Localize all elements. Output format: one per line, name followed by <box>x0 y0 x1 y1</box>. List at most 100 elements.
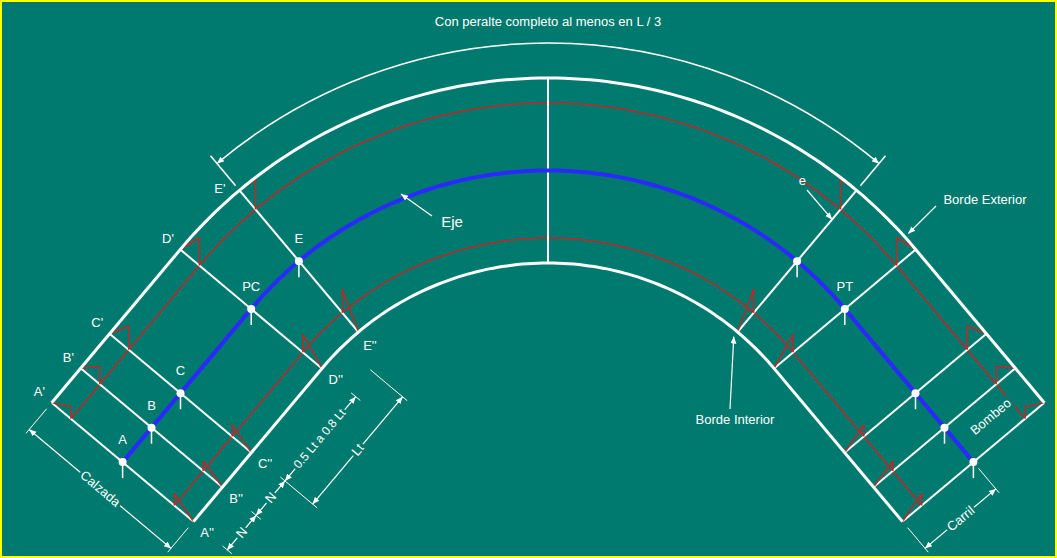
callout-label: e <box>799 174 806 188</box>
cross-section <box>240 190 359 332</box>
point-label: E'' <box>363 339 377 353</box>
axis-point <box>295 257 303 265</box>
dimension-line <box>925 489 996 549</box>
extension-line <box>26 409 47 434</box>
lane-line <box>174 238 921 506</box>
point-label: A <box>118 433 127 447</box>
road-axis <box>123 171 974 463</box>
superelevation-profile <box>995 366 997 384</box>
axis-point <box>941 424 949 432</box>
cross-section <box>874 368 1016 487</box>
callout-label: Borde Interior <box>696 413 775 427</box>
dimension-line <box>227 515 256 550</box>
leader-line <box>908 206 936 234</box>
dimension-label: 0.5 Lt a 0.8 Lt <box>290 405 350 473</box>
dimension-note: Con peralte completo al menos en L / 3 <box>435 15 661 29</box>
extension-line <box>223 546 232 554</box>
point-label: C' <box>91 316 103 330</box>
superelevation-profile <box>302 334 304 352</box>
point-label: A'' <box>200 526 214 540</box>
leader-line <box>401 194 432 216</box>
superelevation-profile <box>1024 407 1026 419</box>
point-label: E <box>295 232 304 246</box>
superelevation-profile <box>342 289 344 313</box>
superelevation-profile <box>840 179 842 209</box>
cross-section <box>845 334 987 453</box>
dimension-arc <box>217 43 879 163</box>
axis-point <box>841 305 849 313</box>
dimension-label: N <box>261 488 281 507</box>
extension-line <box>252 512 261 520</box>
cross-section <box>81 368 223 487</box>
extension-line <box>860 156 885 186</box>
superelevation-profile <box>1025 403 1044 407</box>
cross-section <box>110 334 252 453</box>
dimension-line <box>256 481 285 516</box>
dimension-label: Lt <box>347 440 367 461</box>
axis-point <box>177 389 185 397</box>
axis-label: Eje <box>441 214 463 231</box>
callout-label: Borde Exterior <box>943 193 1026 207</box>
dimension-line <box>285 397 356 481</box>
superelevation-profile <box>792 334 794 352</box>
superelevation-profile <box>199 238 201 266</box>
superelevation-profile <box>845 425 864 453</box>
dimension-label: Carril <box>942 502 978 535</box>
dimension-label: N <box>232 523 252 542</box>
extension-line <box>979 468 1000 493</box>
superelevation-profile <box>52 403 71 407</box>
point-label: D' <box>162 232 174 246</box>
point-label: C <box>176 364 185 378</box>
cross-section <box>774 250 916 369</box>
axis-point <box>148 424 156 432</box>
axis-point <box>247 305 255 313</box>
dimension-line <box>313 397 403 504</box>
axis-point <box>969 458 977 466</box>
superelevation-profile <box>70 407 72 419</box>
dimension-label: Calzada <box>76 467 125 511</box>
cross-section <box>738 190 857 332</box>
leader-line <box>730 337 734 409</box>
point-label: D'' <box>329 373 343 387</box>
extension-line <box>908 528 929 553</box>
superelevation-profile <box>255 179 257 209</box>
point-label: B' <box>63 351 74 365</box>
extension-line <box>351 393 360 401</box>
superelevation-profile <box>774 334 793 368</box>
axis-point <box>119 458 127 466</box>
point-label: PT <box>836 280 853 294</box>
point-label: B'' <box>229 492 243 506</box>
point-label: A' <box>34 385 45 399</box>
axis-point <box>912 389 920 397</box>
point-label: C'' <box>258 457 272 471</box>
cross-section <box>903 403 1045 522</box>
extension-line <box>370 370 407 401</box>
cross-section <box>52 403 194 522</box>
superelevation-profile <box>303 334 322 368</box>
superelevation-profile <box>738 289 754 332</box>
superelevation-profile <box>753 289 755 313</box>
outer-edge <box>52 78 1045 403</box>
point-label: E' <box>214 181 225 195</box>
cross-section <box>180 250 322 369</box>
extension-line <box>168 528 189 553</box>
superelevation-profile <box>174 494 193 522</box>
axis-point <box>793 257 801 265</box>
superelevation-profile <box>903 494 922 522</box>
superelevation-profile <box>203 461 222 487</box>
superelevation-profile <box>342 289 358 332</box>
extension-line <box>280 477 317 508</box>
superelevation-profile <box>232 425 251 453</box>
point-label: PC <box>242 280 260 294</box>
dimension-line <box>29 430 171 549</box>
superelevation-profile <box>128 326 130 350</box>
superelevation-profile <box>896 238 898 266</box>
inner-edge <box>194 263 903 522</box>
superelevation-profile <box>99 366 101 384</box>
leader-line <box>807 190 832 219</box>
point-label: B <box>147 398 156 412</box>
superelevation-profile <box>967 326 969 350</box>
